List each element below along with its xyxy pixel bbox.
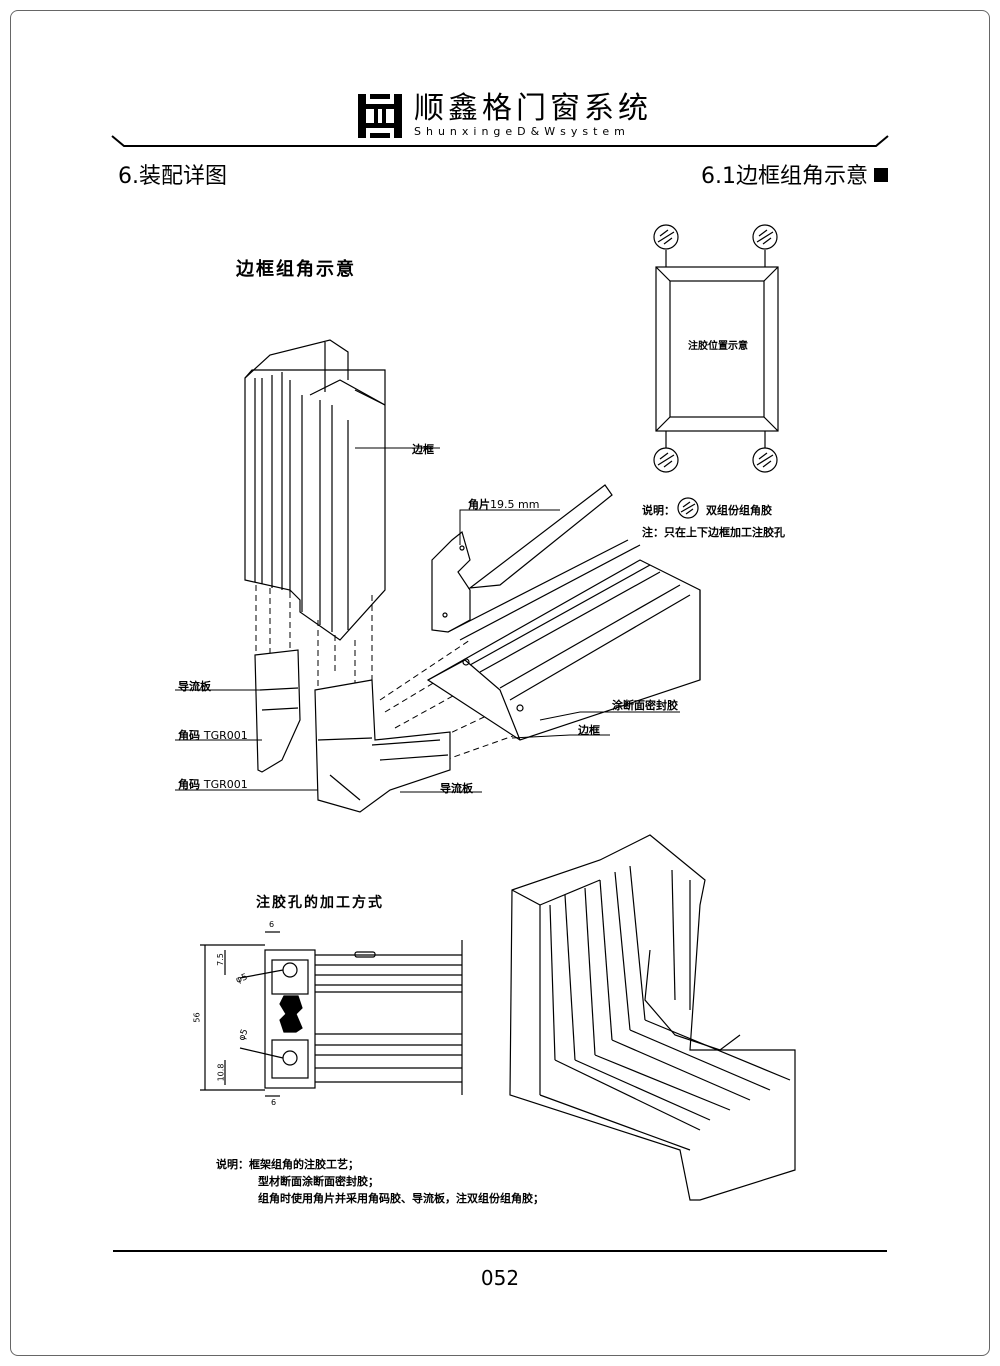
dim-4: 56: [192, 1012, 202, 1023]
label-corner-piece: 角片19.5 mm: [468, 496, 539, 512]
assembled-corner-view: [509, 834, 796, 1201]
brand-name-en: ShunxingeD&Wsystem: [414, 125, 630, 138]
corner-brackets: [254, 649, 451, 813]
note-line-1: 说明：框架组角的注胶工艺；: [216, 1158, 359, 1171]
section-title-left: 6.装配详图: [118, 164, 227, 189]
square-icon: [874, 168, 888, 182]
label-frame-top: 边框: [412, 443, 434, 456]
label-frame-bottom: 边框: [578, 724, 600, 737]
glue-marker-icons: [653, 224, 778, 519]
glue-position-text: 注胶位置示意: [688, 341, 748, 352]
label-guide-plate-left: 导流板: [178, 680, 211, 693]
vertical-frame-profile: [244, 339, 386, 641]
leader-lines: [175, 447, 680, 793]
label-corner-code-2-prefix: 角码: [178, 778, 200, 791]
figure1-title: 边框组角示意: [236, 259, 356, 280]
figure2-title: 注胶孔的加工方式: [256, 895, 384, 911]
dim-7: 6: [271, 1098, 277, 1107]
brand-logo-icon: [358, 94, 402, 138]
label-corner-code-1-value: TGR001: [203, 729, 248, 742]
note-line-2: 型材断面涂断面密封胶；: [258, 1175, 379, 1188]
label-corner-code-2: 角码 TGR001: [178, 776, 248, 792]
label-sealant: 涂断面密封胶: [612, 699, 678, 712]
brand-name-cn: 顺鑫格门窗系统: [414, 91, 652, 126]
dim-2: 7.5: [215, 953, 225, 966]
label-corner-code-1-prefix: 角码: [178, 729, 200, 742]
note-line-3: 组角时使用角片并采用角码胶、导流板，注双组份组角胶；: [258, 1192, 544, 1205]
section-title-right-text: 6.1边框组角示意: [701, 164, 868, 189]
label-corner-piece-value: 19.5 mm: [490, 498, 540, 511]
label-corner-code-1: 角码 TGR001: [178, 727, 248, 743]
page-border: [10, 10, 990, 1356]
glue-hole-section: [200, 931, 463, 1097]
dim-1: 6: [269, 920, 275, 929]
section-title-right: 6.1边框组角示意: [701, 158, 888, 190]
horizontal-frame-profile: [426, 484, 701, 741]
page-number: 052: [480, 1266, 520, 1290]
label-corner-code-2-value: TGR001: [203, 778, 248, 791]
label-guide-plate-bottom: 导流板: [440, 782, 473, 795]
notes-block: 说明：框架组角的注胶工艺； 型材断面涂断面密封胶； 组角时使用角片并采用角码胶、…: [216, 1156, 544, 1207]
glue-legend-text: 双组份组角胶: [706, 504, 772, 517]
corner-piece-plate: [431, 530, 471, 633]
glue-note: 注：只在上下边框加工注胶孔: [642, 526, 785, 539]
footer-rule: [113, 1250, 887, 1252]
glue-position-panel: [655, 250, 779, 448]
glue-legend-prefix: 说明：: [642, 504, 675, 517]
label-corner-piece-prefix: 角片: [468, 498, 490, 511]
header-rule: [111, 135, 889, 147]
dim-6: 10.8: [216, 1063, 226, 1082]
brand-header: 顺鑫格门窗系统 ShunxingeD&Wsystem: [356, 92, 652, 140]
